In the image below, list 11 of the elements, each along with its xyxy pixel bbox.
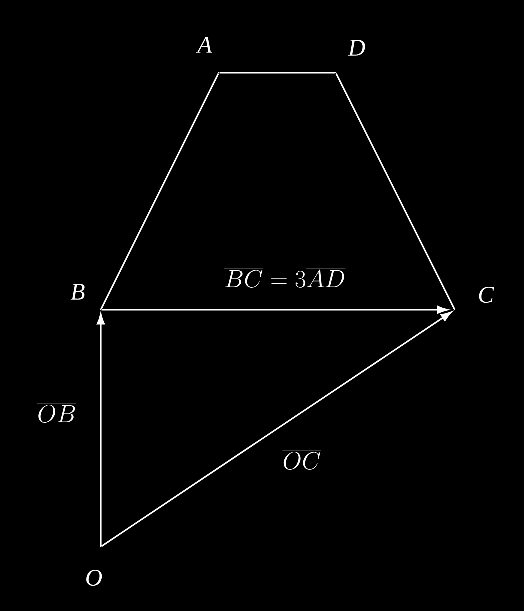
edge-label: $\overline{OB}$ [36, 402, 78, 424]
point-label: D [348, 40, 366, 56]
point-label: A [196, 37, 212, 53]
point-label: C [479, 286, 494, 304]
edge-label: $\overline{BC}=3\overline{AD}$ [223, 268, 347, 288]
point-label: B [70, 284, 85, 300]
vector-line [101, 312, 452, 548]
vector-line [102, 306, 448, 314]
point-label: O [86, 570, 102, 586]
edge-label: $\overline{OC}$ [282, 450, 322, 470]
vector-line [97, 314, 105, 546]
